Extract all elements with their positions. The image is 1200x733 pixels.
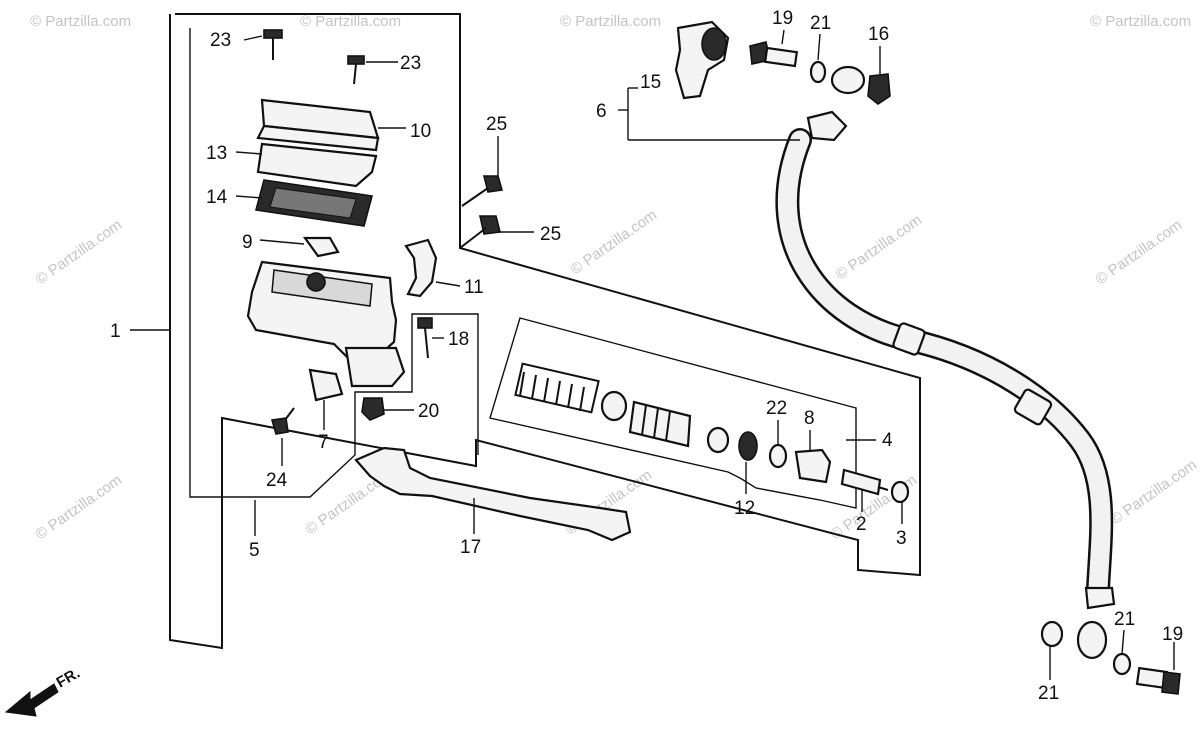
callout-16: 16 (868, 24, 889, 45)
callout-13: 13 (206, 143, 227, 164)
callout-20: 20 (418, 401, 439, 422)
callout-8: 8 (804, 408, 815, 429)
banjo-fitting-lower (1076, 620, 1108, 660)
hose-end-lower (1084, 586, 1116, 610)
callout-7: 7 (318, 432, 329, 453)
callout-22: 22 (766, 398, 787, 419)
watermark: © Partzilla.com (1093, 216, 1186, 288)
callouts: 23 23 10 13 14 9 11 18 20 25 25 1 7 24 5… (110, 8, 1183, 704)
holder-11 (404, 238, 438, 298)
watermark: © Partzilla.com (300, 13, 401, 30)
callout-25: 25 (540, 224, 561, 245)
assembly-5-outline (189, 28, 479, 498)
reservoir-cap (256, 98, 380, 152)
bolt-25-lower (459, 215, 501, 249)
reservoir-plate (256, 142, 378, 188)
washer-21-lower-right (1112, 652, 1132, 676)
callout-21: 21 (1114, 609, 1135, 630)
washer-21-lower-left (1040, 620, 1064, 648)
callout-17: 17 (460, 537, 481, 558)
callout-11: 11 (464, 277, 484, 298)
callout-5: 5 (249, 540, 260, 561)
banjo-bolt-19-lower (1135, 666, 1181, 695)
cap-16 (867, 73, 891, 105)
front-label: FR. (54, 665, 83, 692)
callout-19: 19 (1162, 624, 1183, 645)
pushrod-boot-8 (794, 448, 832, 484)
piston-seal (706, 426, 730, 454)
screw-24 (270, 407, 295, 435)
callout-2: 2 (856, 514, 867, 535)
watermark: © Partzilla.com (833, 211, 926, 283)
callout-15: 15 (640, 72, 661, 93)
bolt-25-upper (461, 175, 504, 207)
callout-9: 9 (242, 232, 253, 253)
nut-3 (890, 480, 910, 504)
screw-23-right (347, 55, 365, 85)
callout-24: 24 (266, 470, 288, 491)
callout-18: 18 (448, 329, 469, 350)
callout-21: 21 (1038, 683, 1059, 704)
master-cylinder-body (246, 260, 406, 402)
watermark: © Partzilla.com (560, 13, 661, 30)
hose-collar-lower (1013, 388, 1053, 426)
washer-21-upper (809, 60, 827, 84)
callout-23: 23 (210, 30, 231, 51)
watermark: © Partzilla.com (33, 471, 126, 543)
banjo-bolt-19-upper (749, 41, 799, 68)
clip-9 (302, 236, 340, 258)
watermark-layer: © Partzilla.com © Partzilla.com © Partzi… (30, 13, 1200, 543)
reservoir-diaphragm (254, 179, 374, 227)
watermark: © Partzilla.com (1108, 456, 1200, 528)
callout-1: 1 (110, 321, 121, 342)
watermark: © Partzilla.com (33, 216, 126, 288)
boot-15-opening (701, 27, 727, 61)
watermark: © Partzilla.com (30, 13, 131, 30)
piston-cup (600, 390, 628, 422)
hose-collar-upper (892, 322, 926, 356)
clutch-lever (354, 446, 632, 542)
piston (628, 400, 692, 448)
switch-screw-18 (417, 317, 433, 359)
piston-spring (514, 362, 600, 414)
screw-23-top (263, 29, 283, 60)
callout-3: 3 (896, 528, 907, 549)
assembly-4-outline (489, 317, 857, 509)
oring-22 (768, 443, 788, 469)
banjo-fitting-upper (830, 65, 866, 95)
pushrod-2 (840, 468, 889, 496)
watermark: © Partzilla.com (568, 206, 661, 278)
hose-end-upper (806, 110, 848, 142)
callout-12: 12 (734, 498, 755, 519)
callout-21: 21 (810, 13, 831, 34)
leader-lines (130, 29, 1175, 680)
callout-14: 14 (206, 187, 228, 208)
washer-12 (738, 431, 758, 461)
callout-25: 25 (486, 114, 507, 135)
clutch-hose (775, 128, 1114, 602)
callout-4: 4 (882, 430, 893, 451)
watermark: © Partzilla.com (1090, 13, 1191, 30)
front-direction-arrow: FR. (4, 665, 83, 717)
clutch-hose-inner (777, 130, 1111, 600)
callout-19: 19 (772, 8, 793, 29)
grommet-20 (361, 397, 385, 421)
callout-6: 6 (596, 101, 607, 122)
callout-23: 23 (400, 53, 421, 74)
callout-10: 10 (410, 121, 431, 142)
